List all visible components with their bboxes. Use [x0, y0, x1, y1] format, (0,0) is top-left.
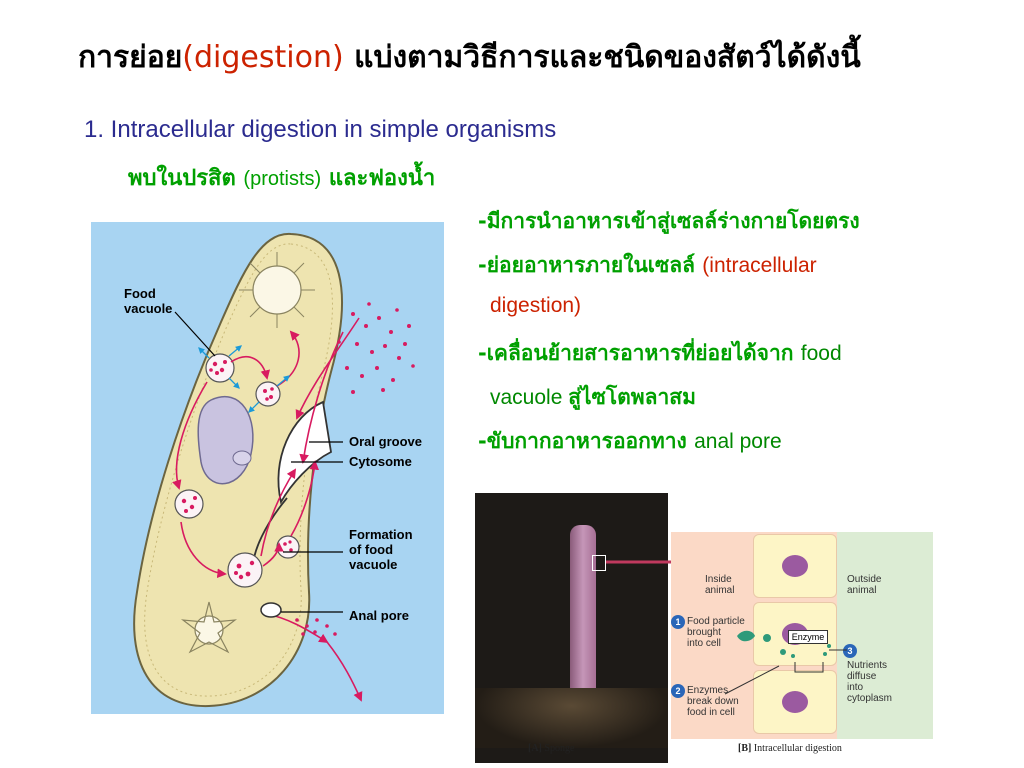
bullet-3: -เคลื่อนย้ายสารอาหารที่ย่อยได้จาก food — [478, 337, 978, 381]
bullet-3-cont-thai: สู่ไซโตพลาสม — [568, 385, 696, 409]
nucleus — [782, 691, 808, 713]
caption-a-tag: [A] — [528, 743, 542, 754]
label-formation-of-food-vacuole: Formation of food vacuole — [349, 527, 413, 572]
bullet-2: -ย่อยอาหารภายในเซลล์ (intracellular — [478, 249, 978, 293]
point-1-heading: 1. Intracellular digestion in simple org… — [84, 116, 557, 143]
outside-region — [837, 532, 933, 739]
paramecium-diagram: Food vacuole Oral groove Cytosome Format… — [91, 222, 444, 714]
found-in-english: (protists) — [243, 168, 322, 190]
cell-3 — [753, 670, 837, 734]
bullet-3-continued: vacuole สู่ไซโตพลาสม — [478, 381, 978, 425]
enzyme-label: Enzyme — [788, 630, 828, 644]
food-particles — [295, 302, 415, 640]
caption-b-tag: [B] — [738, 743, 752, 754]
label-step-3: Nutrients diffuse into cytoplasm — [847, 660, 893, 704]
found-in-thai-b: และฟองน้ำ — [321, 166, 436, 191]
digestion-marks — [724, 630, 847, 695]
label-outside-animal: Outside animal — [847, 574, 882, 596]
label-oral-groove: Oral groove — [349, 434, 422, 449]
label-food-vacuole-text: Food vacuole — [124, 286, 173, 316]
bullet-1: -มีการนำอาหารเข้าสู่เซลล์ร่างกายโดยตรง — [478, 209, 860, 233]
caption-b-text: Intracellular digestion — [751, 743, 842, 754]
bullet-4-thai: -ขับกากอาหารออกทาง — [478, 429, 695, 453]
bullet-3-cont-english: vacuole — [490, 386, 569, 409]
label-food-vacuole: Food vacuole — [124, 286, 172, 316]
bullet-4: -ขับกากอาหารออกทาง anal pore — [478, 425, 978, 469]
bullet-list: -มีการนำอาหารเข้าสู่เซลล์ร่างกายโดยตรง -… — [478, 205, 978, 469]
enzyme-arrows — [198, 345, 290, 413]
step-3-badge: 3 — [843, 644, 857, 658]
bullet-3-thai: -เคลื่อนย้ายสารอาหารที่ย่อยได้จาก — [478, 341, 801, 365]
bullet-2-cont-english: digestion) — [490, 294, 582, 317]
intracellular-digestion-diagram: Inside animal Outside animal 1 Food part… — [671, 532, 933, 739]
bullet-3-english: food — [800, 342, 842, 365]
cell-1 — [753, 534, 837, 598]
bullet-2-thai: -ย่อยอาหารภายในเซลล์ — [478, 253, 703, 277]
bullet-2-continued: digestion) — [478, 293, 978, 337]
label-inside-animal: Inside animal — [705, 574, 735, 596]
sponge-photo — [475, 493, 668, 763]
zoom-selection-box — [592, 555, 606, 571]
step-2-badge: 2 — [671, 684, 685, 698]
label-step-1: Food particle brought into cell — [687, 616, 745, 649]
slide-title: การย่อย(digestion) แบ่งตามวิธีการและชนิด… — [78, 34, 861, 81]
caption-a: [A] Sponge — [528, 743, 574, 754]
found-in-thai-a: พบในปรสิต — [128, 166, 244, 191]
label-cytosome: Cytosome — [349, 454, 412, 469]
nucleus — [782, 555, 808, 577]
bullet-4-english: anal pore — [694, 430, 782, 453]
title-thai-start: การย่อย — [78, 40, 183, 75]
caption-a-text: Sponge — [541, 743, 575, 754]
caption-b: [B] Intracellular digestion — [738, 743, 842, 754]
label-step-2: Enzymes break down food in cell — [687, 685, 739, 718]
label-anal-pore: Anal pore — [349, 608, 409, 623]
rock-base — [475, 688, 668, 748]
paramecium-illustration — [133, 232, 415, 708]
food-vacuoles — [174, 353, 300, 588]
bullet-2-english: (intracellular — [702, 254, 817, 277]
step-1-badge: 1 — [671, 615, 685, 629]
title-english: (digestion) — [182, 40, 344, 75]
found-in-line: พบในปรสิต (protists) และฟองน้ำ — [128, 160, 435, 195]
title-thai-end: แบ่งตามวิธีการและชนิดของสัตว์ได้ดังนี้ — [343, 40, 861, 75]
